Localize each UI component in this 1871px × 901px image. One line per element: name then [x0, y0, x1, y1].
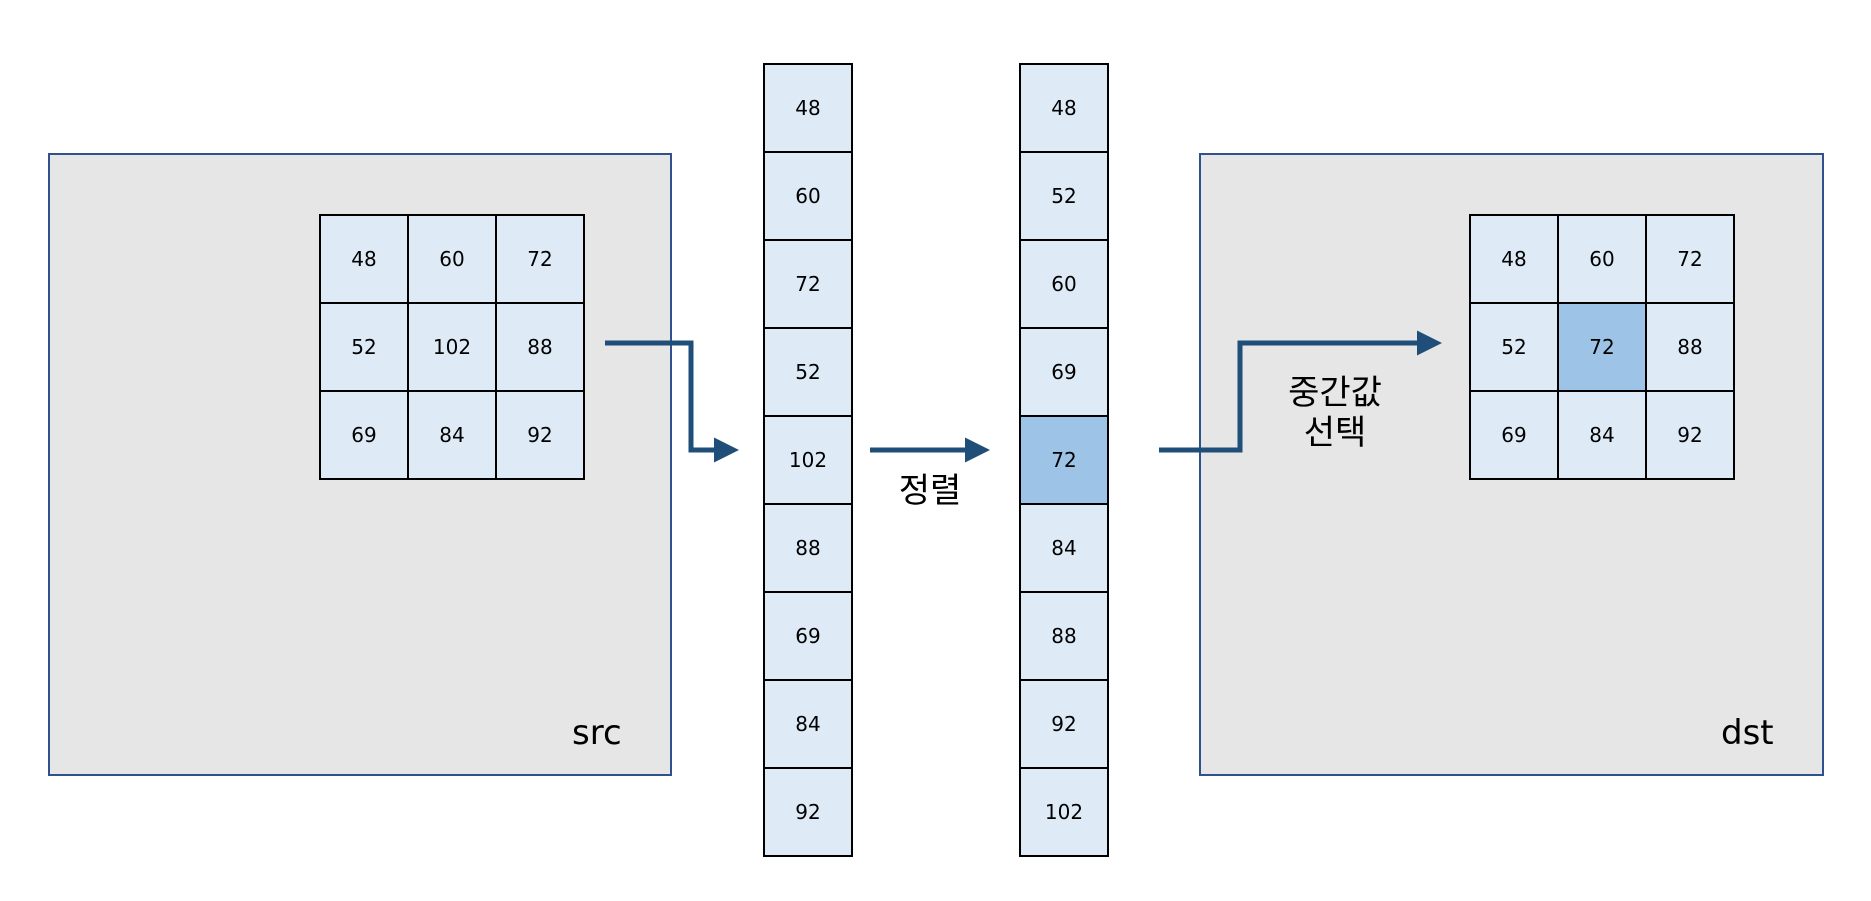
sorted-column: 48 52 60 69 72 84 88 92 102: [1019, 63, 1109, 857]
src-window-grid: 48 60 72 52 102 88 69 84 92: [319, 214, 585, 480]
dst-cell: 60: [1559, 216, 1645, 302]
src-cell: 60: [409, 216, 495, 302]
sort-label: 정렬: [898, 471, 962, 511]
sorted-cell: 102: [1021, 769, 1107, 855]
unsorted-cell: 52: [765, 329, 851, 415]
sorted-cell: 84: [1021, 505, 1107, 591]
arrow-src-to-column: [605, 340, 739, 463]
src-cell: 72: [497, 216, 583, 302]
unsorted-cell: 69: [765, 593, 851, 679]
sorted-cell: 52: [1021, 153, 1107, 239]
src-cell: 88: [497, 304, 583, 390]
unsorted-cell: 72: [765, 241, 851, 327]
src-cell: 48: [321, 216, 407, 302]
dst-median-cell: 72: [1559, 304, 1645, 390]
median-label-line: 중간값: [1288, 373, 1382, 413]
dst-cell: 69: [1471, 392, 1557, 478]
sorted-cell: 88: [1021, 593, 1107, 679]
sorted-cell: 48: [1021, 65, 1107, 151]
sorted-median-cell: 72: [1021, 417, 1107, 503]
dst-cell: 52: [1471, 304, 1557, 390]
dst-window-grid: 48 60 72 52 72 88 69 84 92: [1469, 214, 1735, 480]
dst-label: dst: [1721, 713, 1774, 753]
src-cell: 102: [409, 304, 495, 390]
sorted-cell: 60: [1021, 241, 1107, 327]
unsorted-cell: 92: [765, 769, 851, 855]
unsorted-cell: 60: [765, 153, 851, 239]
arrow-median-to-dst: [1159, 330, 1442, 453]
unsorted-cell: 48: [765, 65, 851, 151]
src-cell: 52: [321, 304, 407, 390]
sorted-cell: 69: [1021, 329, 1107, 415]
unsorted-cell: 88: [765, 505, 851, 591]
dst-cell: 72: [1647, 216, 1733, 302]
src-label: src: [572, 713, 622, 753]
dst-cell: 88: [1647, 304, 1733, 390]
dst-cell: 92: [1647, 392, 1733, 478]
dst-cell: 84: [1559, 392, 1645, 478]
unsorted-cell: 102: [765, 417, 851, 503]
src-cell: 84: [409, 392, 495, 478]
dst-cell: 48: [1471, 216, 1557, 302]
unsorted-cell: 84: [765, 681, 851, 767]
src-cell: 69: [321, 392, 407, 478]
sorted-cell: 92: [1021, 681, 1107, 767]
median-label-line: 선택: [1303, 413, 1367, 453]
src-cell: 92: [497, 392, 583, 478]
median-select-label: 중간값 선택: [1270, 373, 1400, 453]
unsorted-column: 48 60 72 52 102 88 69 84 92: [763, 63, 853, 857]
